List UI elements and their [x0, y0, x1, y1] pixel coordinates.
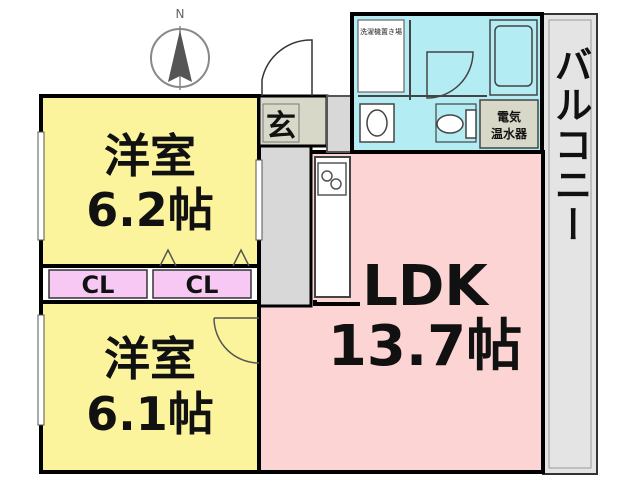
- stove-burner-icon: [330, 178, 342, 190]
- entrance-door-swing: [261, 39, 313, 96]
- water-heater: [479, 99, 539, 149]
- closet-left-label: CL: [82, 271, 115, 299]
- door-west-top: [255, 159, 263, 241]
- closet-right: [152, 269, 252, 299]
- corridor: [257, 144, 313, 308]
- compass-needle: [168, 30, 192, 82]
- washer-space: [357, 19, 405, 93]
- door-swing-west-bottom: [213, 317, 260, 364]
- bathroom-door-swing: [426, 51, 474, 99]
- western-room-bottom-size: 6.1帖: [86, 387, 214, 441]
- window-left-top: [37, 131, 45, 241]
- balcony-inner-line: [548, 19, 592, 469]
- bathtub-icon: [494, 25, 533, 87]
- closet-door-icon: [159, 248, 177, 267]
- western-room-top-size: 6.2帖: [86, 183, 214, 237]
- compass: N: [150, 7, 210, 90]
- ldk-name: LDK: [362, 254, 490, 319]
- stove-burner-icon: [321, 170, 333, 182]
- balcony: [542, 13, 598, 475]
- compass-north-label: N: [176, 7, 185, 21]
- corridor-strip: [326, 95, 353, 153]
- window-left-bottom: [37, 314, 45, 426]
- entrance-tile: [262, 103, 300, 143]
- western-room-bottom: [39, 300, 261, 474]
- washer-space-label: 洗濯機置き場: [360, 27, 402, 36]
- toilet-bowl-icon: [436, 114, 464, 134]
- closet-left: [48, 269, 148, 299]
- closet-right-label: CL: [186, 271, 219, 299]
- water-heater-label-line1: 電気: [497, 109, 521, 124]
- ldk-wall-notch: [313, 300, 360, 306]
- toilet-tank-icon: [465, 109, 477, 139]
- stove: [317, 162, 347, 196]
- western-room-top-name: 洋室: [104, 129, 196, 183]
- sink-basin-icon: [366, 109, 388, 137]
- water-heater-label-line2: 温水器: [491, 126, 528, 141]
- balcony-label: バルコニー: [548, 45, 592, 245]
- closet-door-icon: [232, 248, 250, 267]
- entrance-label: 玄: [266, 109, 296, 144]
- ldk-size: 13.7帖: [328, 314, 522, 379]
- western-room-bottom-name: 洋室: [104, 332, 196, 386]
